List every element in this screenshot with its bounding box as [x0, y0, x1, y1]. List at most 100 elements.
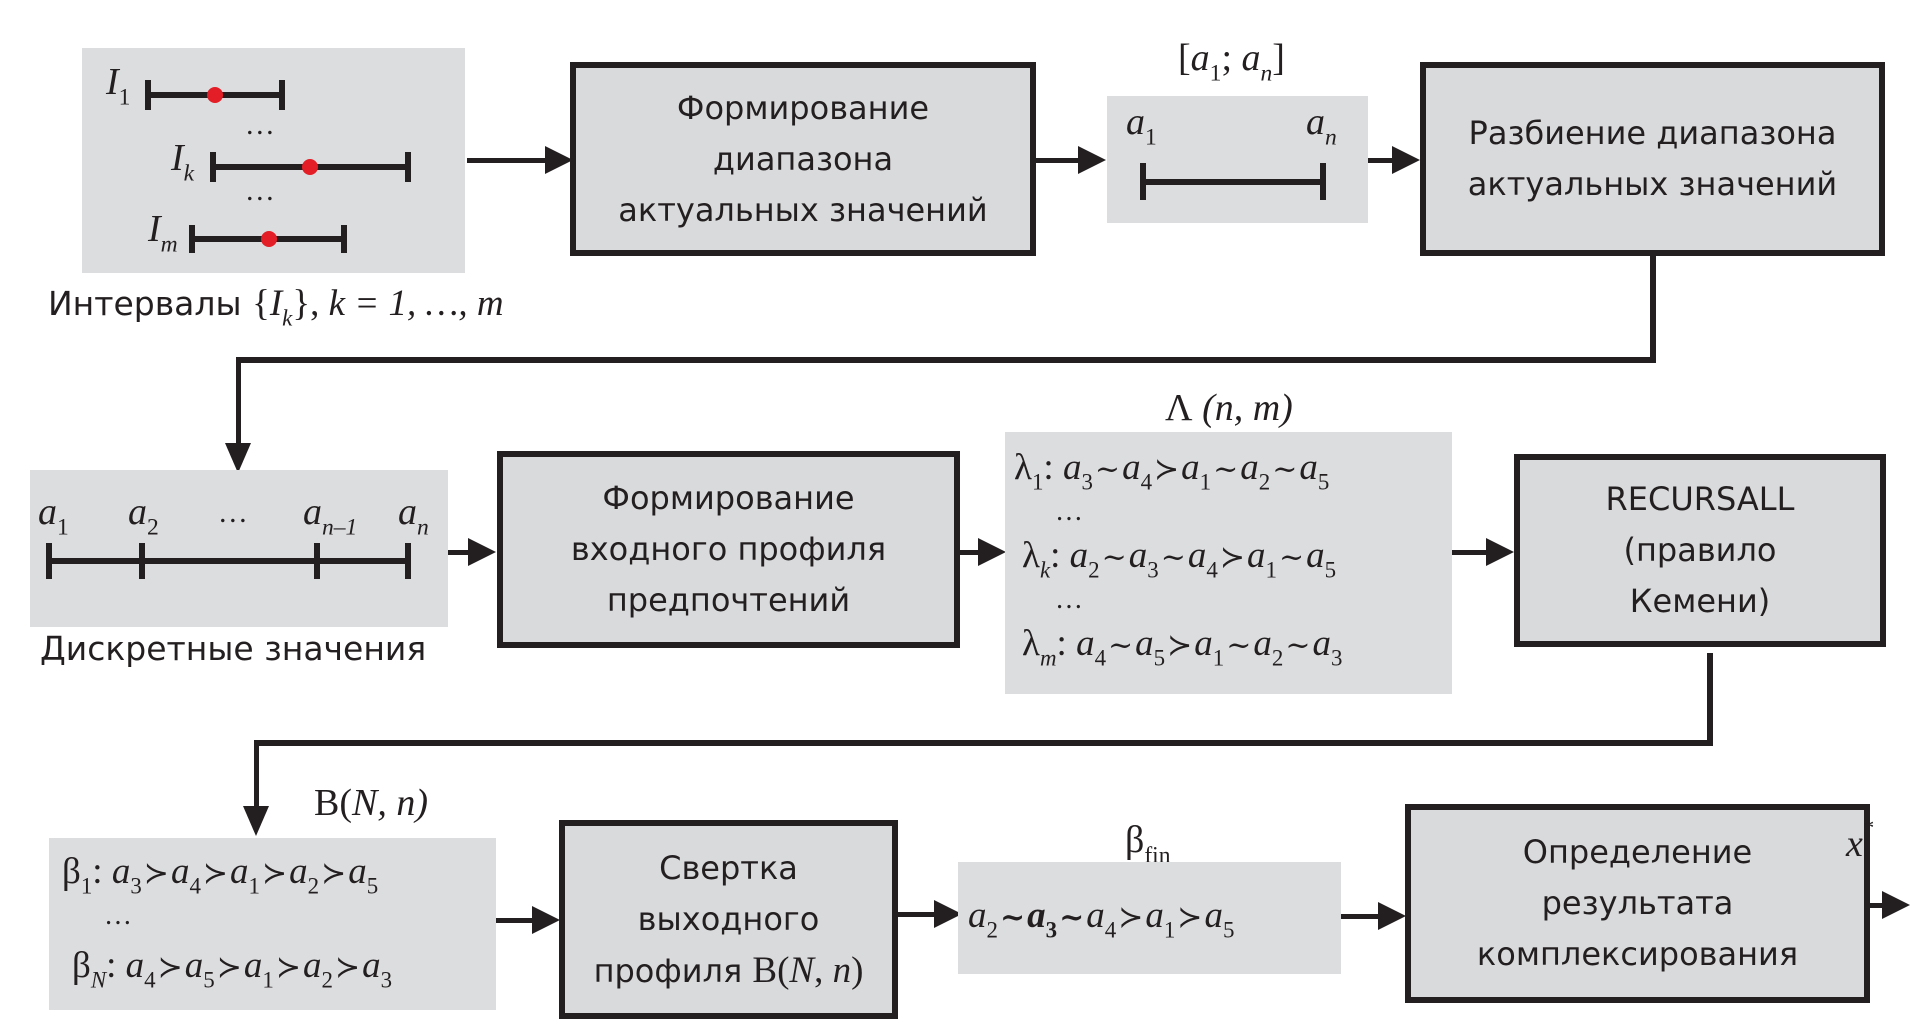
preference-symbol: ≻: [321, 856, 347, 891]
block-input-profile: Формирование входного профиля предпочтен…: [497, 451, 960, 648]
term-a1: a1: [1247, 535, 1277, 583]
discrete-point-an-label: an: [398, 491, 429, 541]
discrete-caption: Дискретные значения: [40, 629, 427, 668]
arrow-beta-final-to-result: [1341, 914, 1381, 919]
term-a1: a1: [1194, 623, 1225, 671]
interval-m-point: [261, 231, 277, 247]
beta-row-1: β1: a3≻a4≻a1≻a2≻a5: [62, 851, 379, 899]
relation: a3≻a4≻a1≻a2≻a5: [112, 851, 378, 899]
preference-symbol: ≻: [1177, 900, 1203, 935]
preference-symbol: ≻: [1118, 900, 1144, 935]
range-right-label: an: [1306, 101, 1337, 151]
interval-k-right-tick: [405, 152, 411, 182]
term-a4: a4: [1076, 623, 1107, 671]
term-a5: a5: [1306, 535, 1337, 583]
lambda-row-k: λk: a2~a3~a4≻a1~a5: [1022, 535, 1337, 583]
arrowhead-icon: [545, 146, 573, 174]
lambda-profile-label: Λ (n, m): [1165, 387, 1293, 429]
term-a2: a2: [1240, 447, 1271, 495]
term-a2: a2: [1253, 623, 1284, 671]
arrowhead-icon: [1378, 902, 1406, 930]
term-a4: a4: [1122, 447, 1153, 495]
range-left-label: a1: [1126, 101, 1157, 151]
term-a5: a5: [184, 945, 215, 993]
block-recursall: RECURSALL (правило Кемени): [1514, 454, 1886, 647]
range-panel: [1107, 96, 1368, 223]
arrow-input-profile-to-lambda: [960, 550, 980, 555]
output-label: x*: [1846, 815, 1875, 865]
term-a3: a3: [1062, 447, 1093, 495]
arrow-intervals-to-range-formation: [467, 158, 547, 163]
beta-profile-panel: [49, 838, 496, 1010]
indifference-symbol: ~: [1226, 628, 1252, 663]
arrowhead-icon: [468, 538, 496, 566]
indifference-symbol: ~: [1059, 900, 1085, 935]
lambda-row-1: λ1: a3~a4≻a1~a2~a5: [1014, 447, 1330, 495]
term-a2: a2: [303, 945, 333, 993]
term-a2: a2: [968, 895, 998, 943]
term-a3: a3: [362, 945, 393, 993]
preference-symbol: ≻: [1167, 628, 1193, 663]
relation: a3~a4≻a1~a2~a5: [1062, 447, 1329, 495]
beta-final-panel: [958, 862, 1341, 974]
preference-symbol: ≻: [275, 950, 301, 985]
indifference-symbol: ~: [1278, 540, 1305, 575]
arrow-discrete-to-input-profile: [448, 550, 470, 555]
arrowhead-icon: [1486, 538, 1514, 566]
arrow-beta-to-convolution: [496, 918, 534, 923]
arrow-range-formation-to-range: [1036, 158, 1080, 163]
connector-partition-horizontal: [236, 357, 1656, 363]
arrowhead-icon: [1078, 146, 1106, 174]
discrete-point-a1-label: a1: [38, 491, 69, 541]
connector-recursall-vertical: [1707, 653, 1713, 745]
term-a5: a5: [1204, 895, 1235, 943]
indifference-symbol: ~: [1285, 628, 1311, 663]
range-right-tick: [1320, 163, 1326, 200]
term-a1: a1: [230, 851, 261, 899]
arrowhead-icon: [225, 443, 251, 473]
preference-symbol: ≻: [216, 950, 242, 985]
ellipsis: …: [247, 108, 274, 141]
beta-final-label: βfin: [1125, 819, 1171, 869]
block-range-partition: Разбиение диапазона актуальных значений: [1420, 62, 1885, 256]
term-a5: a5: [1135, 623, 1166, 671]
discrete-point-an1-label: an–1: [303, 491, 358, 541]
lambda-ellipsis: …: [1057, 496, 1082, 527]
term-a1: a1: [1181, 447, 1212, 495]
interval-1-point: [207, 87, 223, 103]
discrete-panel: [30, 470, 448, 627]
indifference-symbol: ~: [1272, 452, 1298, 487]
discrete-ellipsis: …: [220, 496, 247, 529]
block-range-formation: Формирование диапазона актуальных значен…: [570, 62, 1036, 256]
arrowhead-icon: [243, 806, 269, 836]
term-a2: a2: [289, 851, 320, 899]
range-label: [a1; an]: [1178, 37, 1285, 87]
interval-m-right-tick: [341, 225, 347, 253]
preference-symbol: ≻: [157, 950, 183, 985]
term-a1: a1: [243, 945, 274, 993]
connector-recursall-horizontal: [254, 740, 1713, 746]
lambda-ellipsis: …: [1057, 584, 1082, 615]
block-output-convolution: Свертка выходного профиля B(N, n): [559, 820, 898, 1019]
preference-symbol: ≻: [202, 856, 229, 891]
interval-1-right-tick: [279, 80, 285, 110]
interval-1-label: I1: [106, 61, 131, 111]
arrowhead-icon: [1882, 891, 1910, 919]
term-a4: a4: [170, 851, 201, 899]
discrete-bar: [46, 558, 411, 564]
arrow-lambda-to-recursall: [1452, 550, 1488, 555]
indifference-symbol: ~: [1213, 452, 1239, 487]
preference-symbol: ≻: [1219, 540, 1245, 575]
arrow-output: [1870, 903, 1886, 908]
preference-symbol: ≻: [262, 856, 288, 891]
beta-profile-label: B(N, n): [314, 782, 429, 824]
term-a3: a3: [1312, 623, 1343, 671]
connector-partition-vertical: [1650, 256, 1656, 363]
range-bar: [1140, 179, 1326, 185]
term-a2: a2: [1069, 535, 1100, 583]
preference-symbol: ≻: [143, 856, 169, 891]
connector-partition-down: [236, 357, 241, 445]
relation: a2~a3~a4≻a1~a5: [1069, 535, 1337, 583]
ellipsis: …: [247, 174, 274, 207]
indifference-symbol: ~: [1101, 540, 1127, 575]
